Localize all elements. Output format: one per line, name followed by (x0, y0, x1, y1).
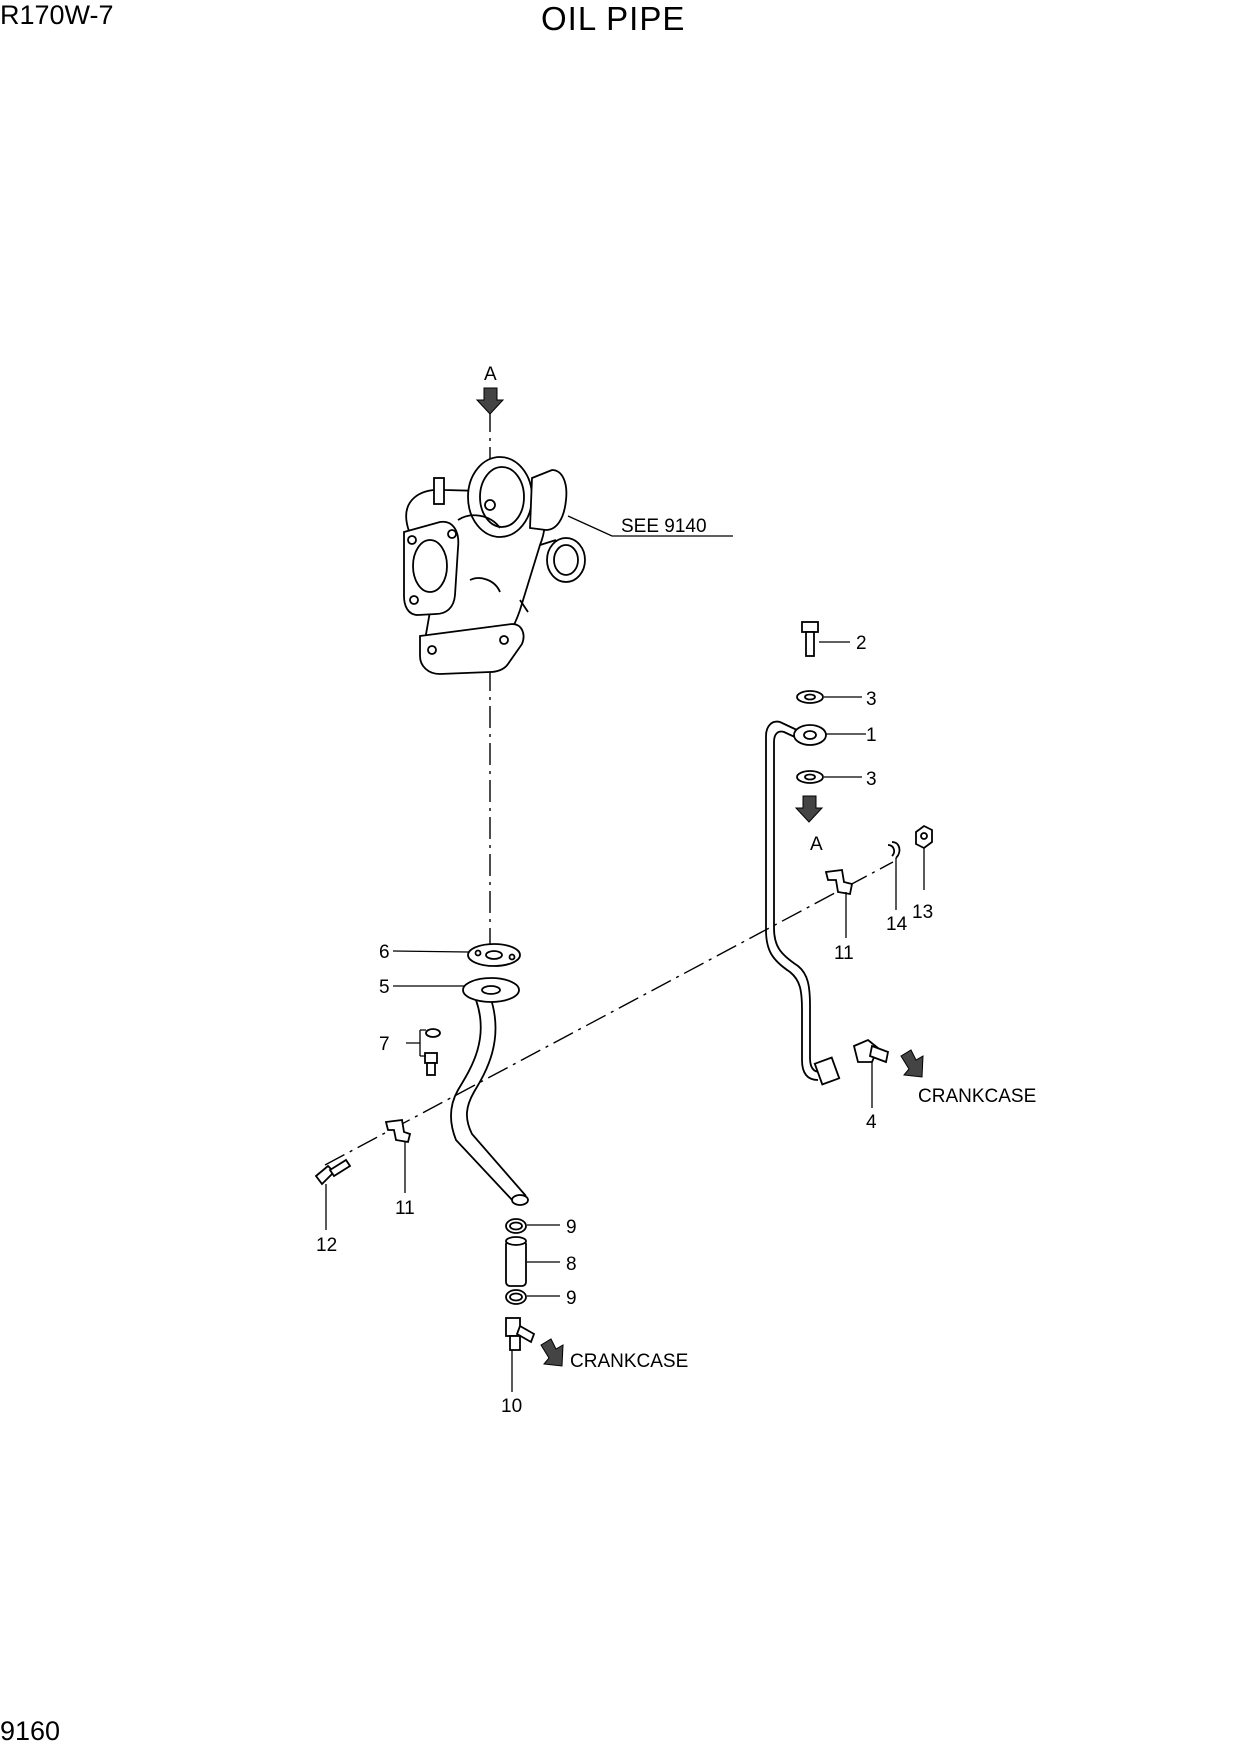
callout-1: 1 (866, 725, 877, 746)
see-9140-reference: SEE 9140 (621, 516, 707, 537)
part-6-gasket (467, 943, 521, 967)
part-9-clamp-lower (505, 1289, 527, 1305)
part-3-washer-lower (796, 770, 824, 784)
part-2-banjo-bolt (801, 621, 819, 657)
callout-10: 10 (501, 1396, 522, 1417)
callout-11-upper: 11 (834, 943, 854, 964)
crankcase-upper-arrow (900, 1049, 924, 1078)
crankcase-upper-label: CRANKCASE (918, 1086, 1036, 1107)
part-9-clamp-upper (505, 1218, 527, 1234)
page-title: OIL PIPE (541, 0, 686, 37)
callout-5: 5 (379, 977, 390, 998)
turbocharger (403, 456, 586, 675)
part-11-clip-lower (384, 1118, 412, 1144)
callout-4: 4 (866, 1112, 877, 1133)
crankcase-lower-label: CRANKCASE (570, 1351, 688, 1372)
callout-13: 13 (912, 902, 933, 923)
part-10-fitting (505, 1317, 536, 1351)
callout-14: 14 (886, 914, 908, 935)
part-14-washer (887, 841, 901, 859)
view-marker-a-top: A (484, 364, 497, 385)
part-12-bolt (314, 1158, 352, 1186)
part-1-oil-feed-pipe (765, 720, 841, 1086)
view-arrow-a-side: A (794, 795, 824, 855)
model-code: R170W-7 (0, 0, 114, 30)
clip-diagonal-centerline (324, 861, 894, 1166)
callout-9-lower: 9 (566, 1288, 577, 1309)
callout-7: 7 (379, 1034, 390, 1055)
part-11-clip-upper (824, 868, 854, 896)
callout-2: 2 (856, 633, 867, 654)
crankcase-lower-arrow (540, 1338, 564, 1367)
callout-6: 6 (379, 942, 390, 963)
part-3-washer-upper (796, 690, 824, 704)
part-4-elbow-fitting (852, 1038, 890, 1064)
view-arrow-a-top: A (475, 364, 505, 415)
view-marker-a-side: A (810, 834, 823, 855)
callout-3-upper: 3 (866, 689, 877, 710)
page-number: 9160 (0, 1716, 61, 1746)
part-13-nut (915, 824, 933, 850)
see-9140-leader (567, 515, 733, 537)
callout-12: 12 (316, 1235, 337, 1256)
callout-8: 8 (566, 1254, 577, 1275)
part-7-bolt-washer (424, 1028, 441, 1076)
callout-3-lower: 3 (866, 769, 877, 790)
part-5-oil-return-pipe (450, 977, 529, 1206)
callout-11-lower: 11 (395, 1198, 415, 1219)
part-8-hose (505, 1236, 527, 1287)
callout-9-upper: 9 (566, 1217, 577, 1238)
